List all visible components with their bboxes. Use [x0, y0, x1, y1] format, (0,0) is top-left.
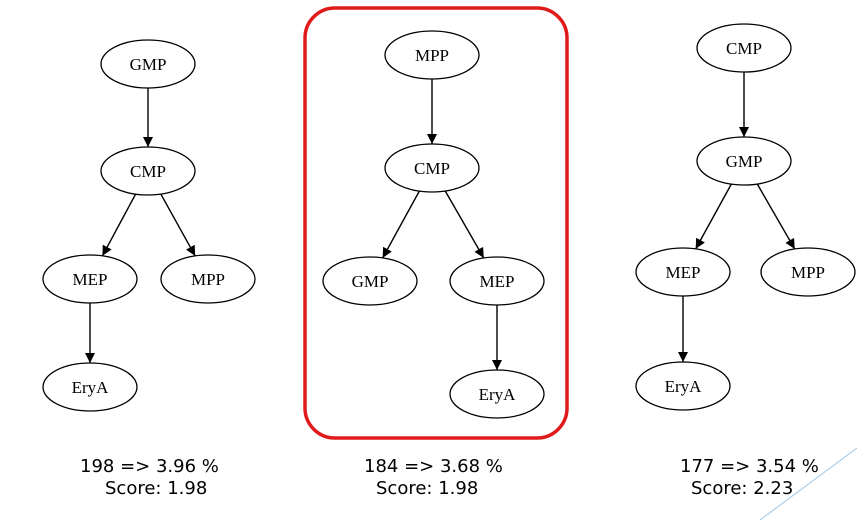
- edge-gmp-to-mpp: [756, 183, 796, 250]
- node-label: EryA: [665, 377, 703, 396]
- node-ellipse: [160, 254, 256, 304]
- node-erya: EryA: [42, 362, 138, 412]
- node-ellipse: [384, 30, 480, 80]
- edge-cmp-to-mpp: [160, 193, 196, 257]
- highlight-box: [303, 6, 569, 440]
- node-label: CMP: [726, 39, 762, 58]
- node-mep: MEP: [42, 254, 138, 304]
- edge-cmp-to-gmp: [382, 190, 420, 259]
- edge-cmp-to-mep: [444, 190, 485, 259]
- node-ellipse: [100, 146, 196, 196]
- count-percent-text: 184 => 3.68 %: [364, 456, 503, 477]
- decorative-line: [759, 447, 857, 521]
- node-ellipse: [760, 247, 856, 297]
- node-ellipse: [42, 254, 138, 304]
- node-ellipse: [635, 361, 731, 411]
- node-label: MPP: [191, 270, 225, 289]
- node-label: MEP: [73, 270, 108, 289]
- score-text: Score: 1.98: [376, 478, 479, 499]
- node-label: CMP: [130, 162, 166, 181]
- node-erya: EryA: [449, 369, 545, 419]
- caption-panel-2: 184 => 3.68 % Score: 1.98: [364, 456, 503, 500]
- node-mep: MEP: [635, 247, 731, 297]
- node-ellipse: [449, 256, 545, 306]
- node-label: CMP: [414, 159, 450, 178]
- node-label: GMP: [130, 55, 167, 74]
- node-label: EryA: [72, 378, 110, 397]
- node-label: GMP: [352, 272, 389, 291]
- node-gmp: GMP: [322, 256, 418, 306]
- node-ellipse: [384, 143, 480, 193]
- node-gmp: GMP: [696, 136, 792, 186]
- node-ellipse: [100, 39, 196, 89]
- edge-cmp-to-mep: [101, 193, 137, 257]
- caption-panel-1: 198 => 3.96 % Score: 1.98: [80, 456, 219, 500]
- node-mpp: MPP: [760, 247, 856, 297]
- node-label: MEP: [666, 263, 701, 282]
- count-percent-text: 198 => 3.96 %: [80, 456, 219, 477]
- node-ellipse: [696, 23, 792, 73]
- node-label: MPP: [415, 46, 449, 65]
- node-cmp: CMP: [696, 23, 792, 73]
- score-text: Score: 2.23: [691, 478, 794, 499]
- count-percent-text: 177 => 3.54 %: [680, 456, 819, 477]
- node-ellipse: [42, 362, 138, 412]
- node-mpp: MPP: [160, 254, 256, 304]
- node-ellipse: [449, 369, 545, 419]
- node-cmp: CMP: [384, 143, 480, 193]
- node-mep: MEP: [449, 256, 545, 306]
- tree-panel-3: CMP GMP MEP MPP EryA: [635, 23, 856, 411]
- edge-gmp-to-mep: [695, 183, 732, 250]
- tree-panel-2: MPP CMP GMP MEP EryA: [322, 30, 545, 419]
- tree-panel-1: GMP CMP MEP MPP EryA: [42, 39, 256, 412]
- node-label: MEP: [480, 272, 515, 291]
- node-label: GMP: [726, 152, 763, 171]
- node-ellipse: [635, 247, 731, 297]
- node-mpp: MPP: [384, 30, 480, 80]
- node-label: EryA: [479, 385, 517, 404]
- score-text: Score: 1.98: [105, 478, 208, 499]
- node-erya: EryA: [635, 361, 731, 411]
- caption-panel-3: 177 => 3.54 % Score: 2.23: [680, 456, 819, 500]
- node-ellipse: [696, 136, 792, 186]
- node-label: MPP: [791, 263, 825, 282]
- node-gmp: GMP: [100, 39, 196, 89]
- node-cmp: CMP: [100, 146, 196, 196]
- node-ellipse: [322, 256, 418, 306]
